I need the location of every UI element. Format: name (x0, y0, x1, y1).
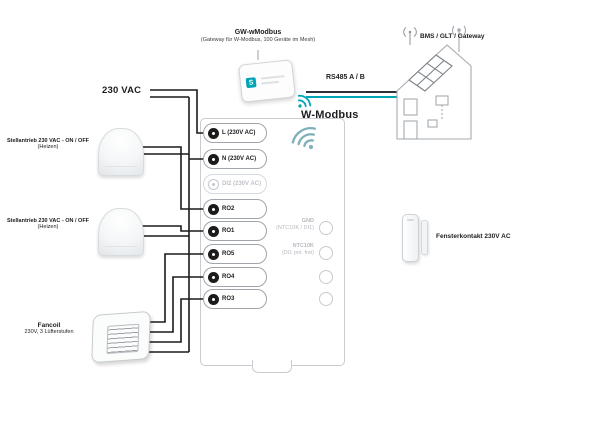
antenna-icon (403, 27, 417, 45)
rs485-lines (306, 91, 397, 98)
actuator-2 (98, 208, 144, 256)
terminal-n: N (230V AC) (203, 149, 267, 169)
power-wires (142, 89, 206, 353)
terminal-gnd-circle (319, 221, 333, 235)
device-marking (261, 80, 280, 85)
terminal-gnd-label: GND (NTC10K / DI1) (250, 218, 314, 232)
fancoil-label-line1: Fancoil (37, 322, 61, 329)
wmodbus-label: W-Modbus (301, 109, 359, 121)
wire-fancoil-ro4 (148, 276, 206, 333)
fancoil-label: Fancoil 230V, 3 Lüfterstufen (5, 322, 93, 335)
window-contact-magnet (421, 220, 428, 255)
terminal-circle (208, 293, 219, 305)
building-roof (396, 44, 472, 92)
terminal-label: N (230V AC) (222, 156, 257, 162)
terminal-circle-unlabeled (319, 292, 333, 306)
terminal-label: RO5 (222, 251, 235, 257)
terminal-sublabel: (DI1 pot. frei) (281, 250, 314, 257)
wire (150, 89, 206, 134)
terminal-circle (208, 225, 219, 237)
building-door (403, 120, 418, 140)
terminal-label: RO2 (222, 206, 235, 212)
wire-actuator2-ro1 (142, 225, 206, 232)
device-marking (260, 75, 285, 80)
window-contact-device (402, 214, 419, 262)
wire-fancoil-ro5 (148, 253, 206, 323)
terminal-circle (208, 178, 219, 190)
terminal-l: L (230V AC) (203, 123, 267, 143)
building-device (435, 95, 449, 106)
actuator-label-line1: Stellantrieb 230 VAC - ON / OFF (6, 218, 90, 224)
terminal-circle (208, 127, 219, 139)
window-contact-label: Fensterkontakt 230V AC (436, 233, 511, 240)
terminal-sublabel: (NTC10K / DI1) (276, 225, 314, 232)
actuator-label-line2: (Heizen) (37, 224, 59, 230)
building-window (403, 98, 418, 116)
terminal-label: GND (301, 218, 314, 224)
actuator-1-label: Stellantrieb 230 VAC - ON / OFF (Heizen) (0, 138, 96, 150)
terminal-circle (208, 248, 219, 260)
building-device (427, 119, 438, 128)
wire-fancoil-ro3 (148, 298, 206, 343)
gateway-label: GW-wModbus (Gateway für W-Modbus, 100 Ge… (160, 29, 356, 43)
terminal-ro1: RO1 (203, 221, 267, 241)
terminal-ro2: RO2 (203, 199, 267, 219)
terminal-circle (208, 153, 219, 165)
building-icon (396, 25, 472, 140)
terminal-label: NTC10K (292, 243, 314, 249)
building-walls (396, 66, 472, 140)
wire-actuator1-ro2 (142, 146, 206, 210)
fancoil-device (91, 310, 151, 364)
terminal-circle (208, 203, 219, 215)
rs485-label: RS485 A / B (326, 74, 365, 81)
actuator-1 (98, 128, 144, 176)
terminal-label: L (230V AC) (222, 130, 256, 136)
terminal-label: DI2 (230V AC) (222, 181, 262, 187)
fancoil-label-line2: 230V, 3 Lüfterstufen (24, 329, 74, 335)
solar-panel-grid (416, 60, 445, 86)
actuator-label-line2: (Heizen) (37, 144, 59, 150)
terminal-circle-unlabeled (319, 270, 333, 284)
bms-label: BMS / GLT / Gateway (420, 33, 485, 40)
fancoil-vent (106, 323, 140, 355)
solar-panel-icon (408, 54, 453, 92)
terminal-di2: DI2 (230V AC) (203, 174, 267, 194)
terminal-ntc10k-circle (319, 246, 333, 260)
terminal-ro3: RO3 (203, 289, 267, 309)
power-label: 230 VAC (102, 85, 142, 96)
brand-logo-icon: S (245, 77, 257, 89)
gateway-device: S (238, 59, 296, 103)
terminal-label: RO3 (222, 296, 235, 302)
terminal-label: RO4 (222, 274, 235, 280)
gateway-title: GW-wModbus (234, 29, 282, 36)
terminal-ro5: RO5 (203, 244, 267, 264)
controller-notch (252, 360, 292, 373)
terminal-circle (208, 271, 219, 283)
gateway-subtitle: (Gateway für W-Modbus, 100 Geräte im Mes… (200, 37, 316, 43)
terminal-label: RO1 (222, 228, 235, 234)
actuator-2-label: Stellantrieb 230 VAC - ON / OFF (Heizen) (0, 218, 96, 230)
terminal-ntc10k-label: NTC10K (DI1 pot. frei) (250, 243, 314, 257)
terminal-ro4: RO4 (203, 267, 267, 287)
actuator-label-line1: Stellantrieb 230 VAC - ON / OFF (6, 138, 90, 144)
